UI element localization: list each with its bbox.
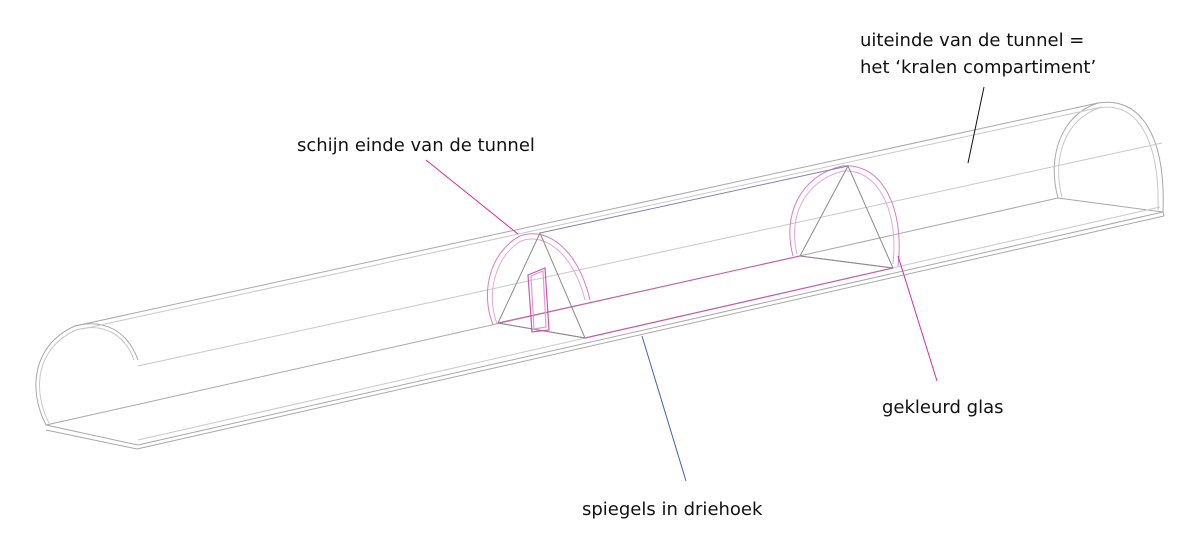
leader-tunnel-end bbox=[967, 86, 985, 164]
tunnel-far-arch bbox=[1053, 101, 1164, 213]
fake-end-arch bbox=[486, 233, 591, 326]
label-mirrors: spiegels in driehoek bbox=[582, 499, 763, 520]
leader-mirrors bbox=[641, 335, 687, 482]
tunnel-near-arch bbox=[35, 323, 139, 426]
label-tunnel-end-line2: het ‘kralen compartiment’ bbox=[860, 57, 1096, 78]
pink-plate bbox=[527, 267, 550, 333]
leader-fake-end bbox=[425, 159, 519, 235]
tunnel-body bbox=[35, 101, 1165, 450]
label-fake-end: schijn einde van de tunnel bbox=[297, 135, 535, 156]
back-mirror-triangle bbox=[799, 164, 894, 269]
colored-glass-arch bbox=[789, 165, 900, 267]
label-tunnel-end-line1: uiteinde van de tunnel = bbox=[860, 30, 1084, 51]
label-colored-glass: gekleurd glas bbox=[882, 397, 1003, 418]
mirror-triangles bbox=[497, 164, 894, 339]
leader-colored-glass bbox=[897, 255, 938, 382]
